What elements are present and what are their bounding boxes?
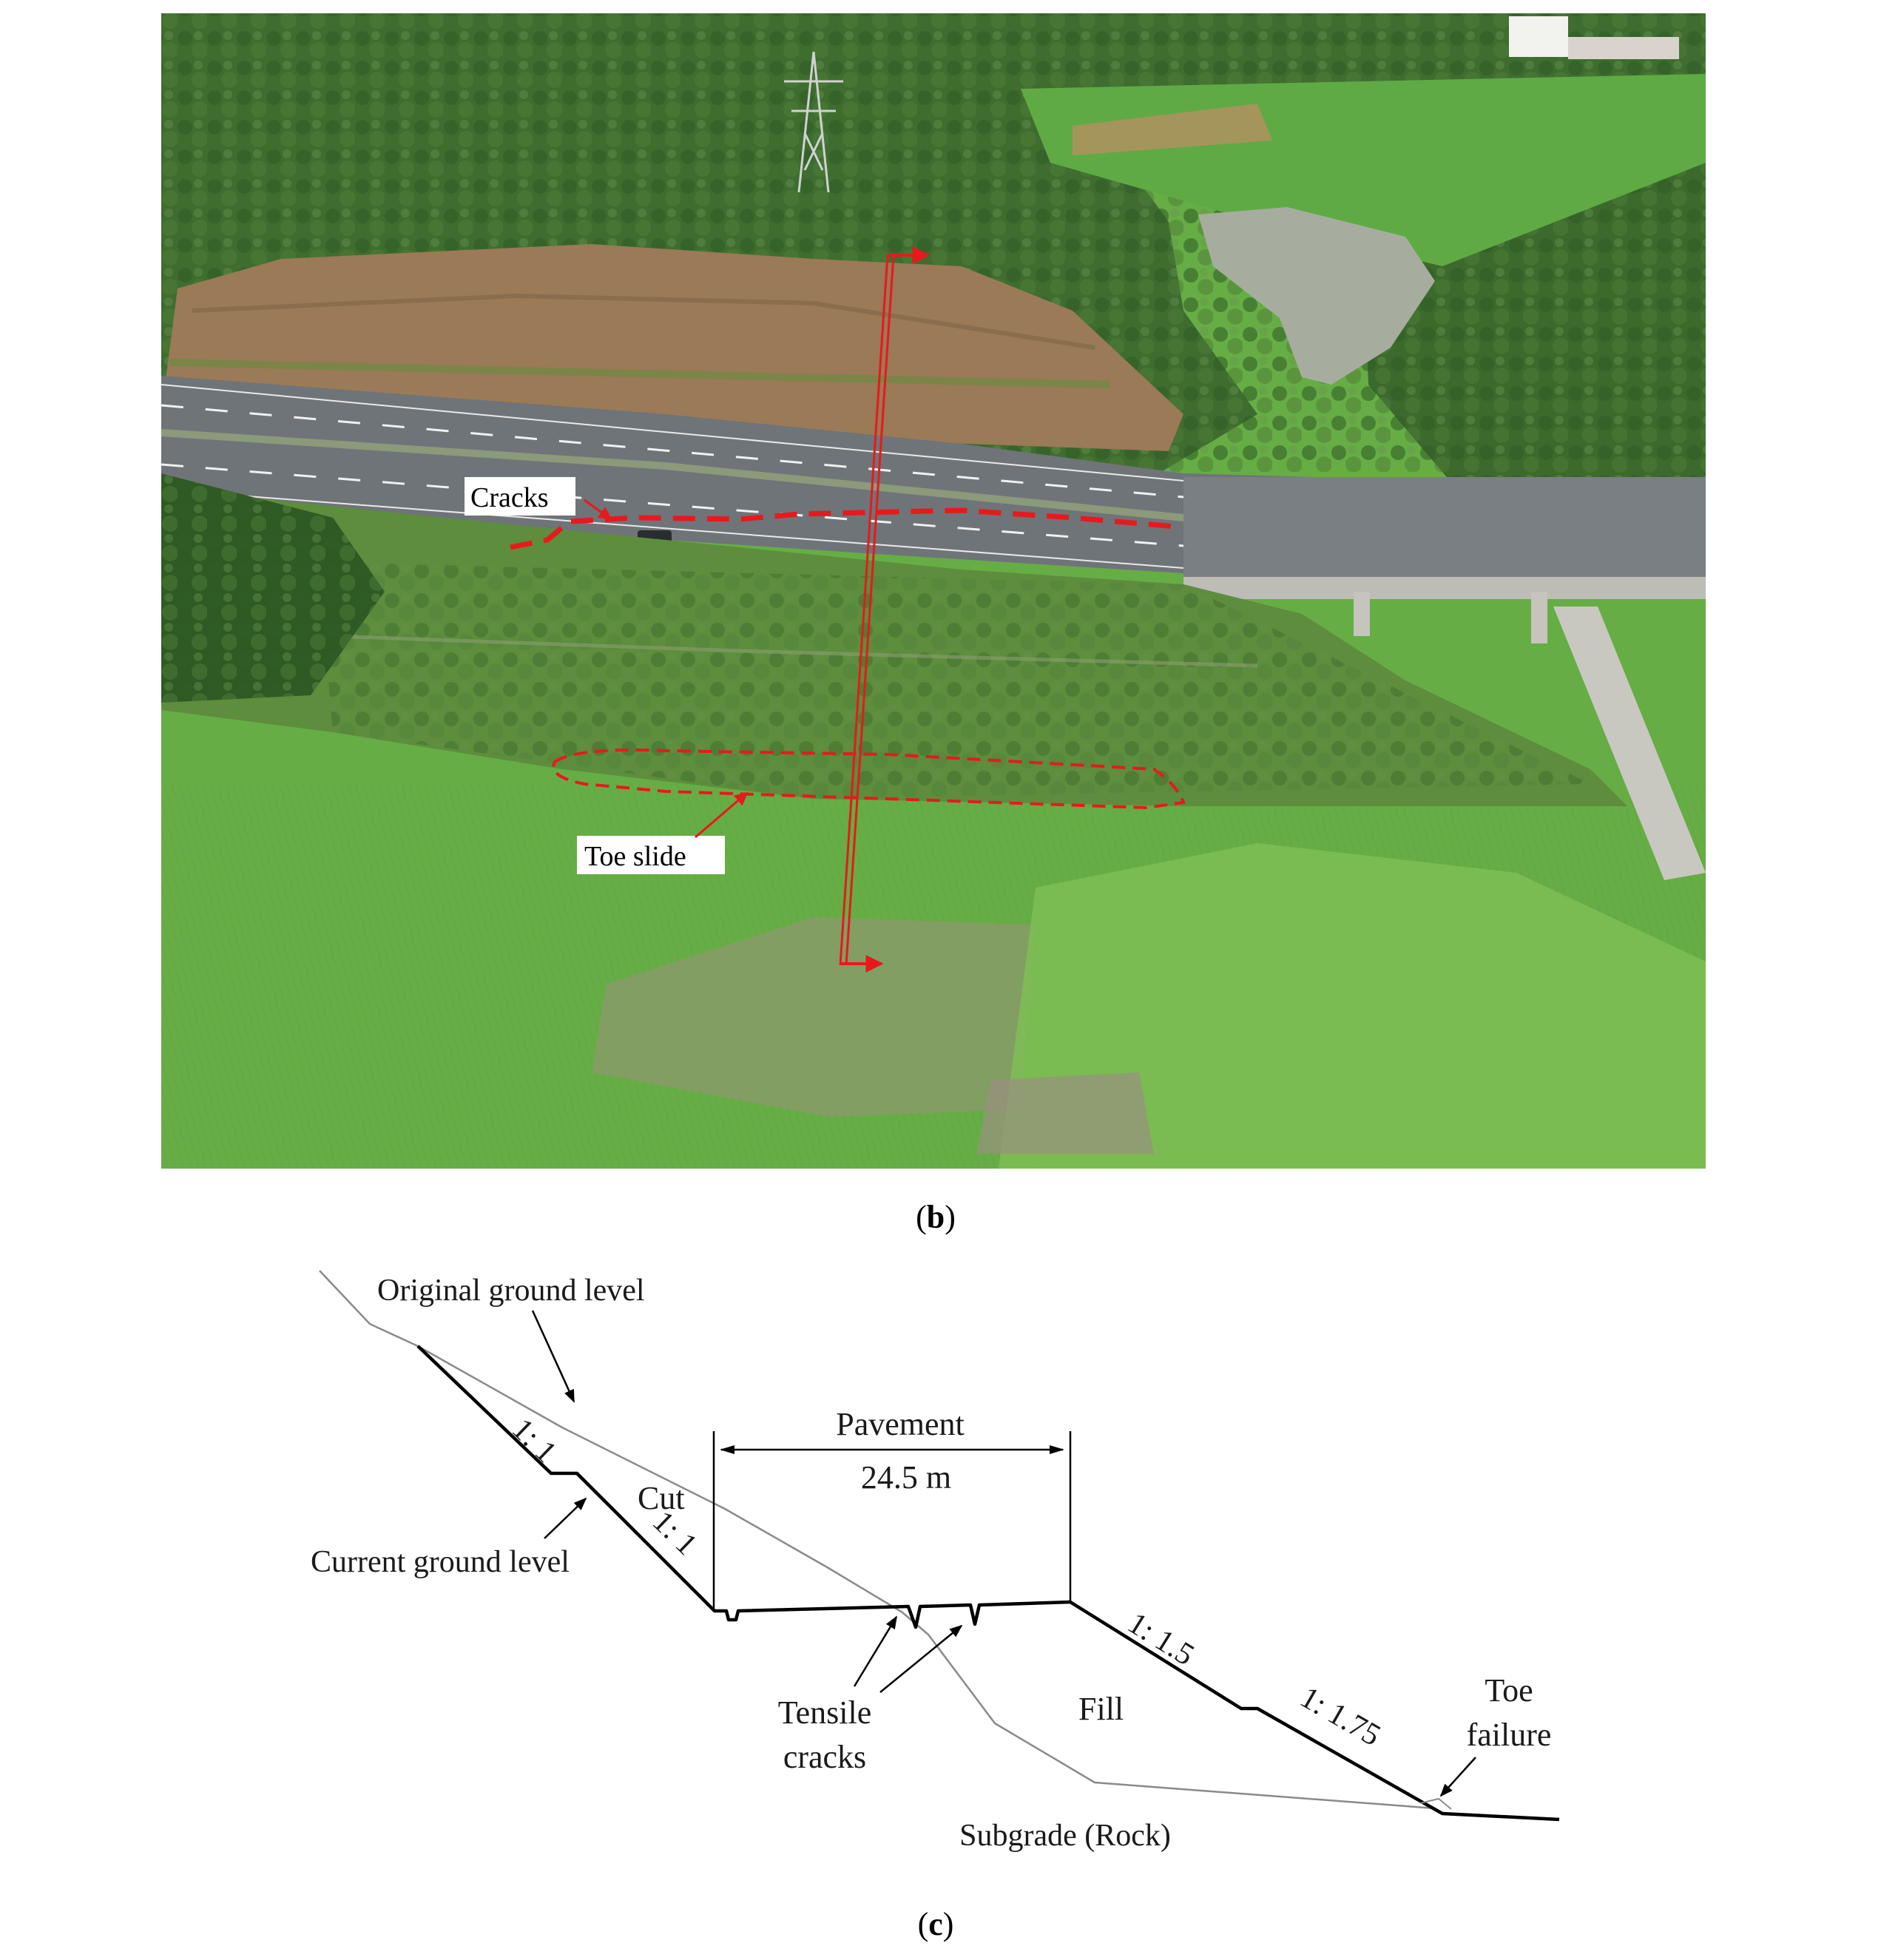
pond — [1198, 207, 1435, 385]
toe-slide-pointer — [695, 791, 749, 839]
pavement-label: Pavement — [836, 1406, 965, 1442]
toe-slide-outline — [552, 748, 1186, 810]
toe-failure-label-2: failure — [1467, 1717, 1552, 1753]
cracks-label: Cracks — [470, 482, 549, 513]
caption-b: (b) — [916, 1199, 956, 1235]
original-ground-label: Original ground level — [377, 1274, 645, 1308]
aerial-photo: Cracks Toe slide — [161, 13, 1706, 1169]
tensile-cracks-label-1: Tensile — [778, 1694, 871, 1731]
slope-fill-upper: 1: 1.5 — [1122, 1606, 1200, 1672]
section-line — [839, 254, 895, 966]
original-ground-line — [319, 1270, 1436, 1810]
tensile-cracks-label-2: cracks — [783, 1739, 866, 1775]
current-ground-label: Current ground level — [311, 1545, 570, 1579]
cross-section: Pavement 24.5 m Original ground level Cu… — [311, 1270, 1560, 1853]
dry-field — [592, 917, 1036, 1117]
current-ground-line — [416, 1345, 1560, 1822]
slope-cut-upper: 1: 1 — [505, 1412, 563, 1470]
wet-field — [999, 843, 1706, 1169]
cracks-pointer — [584, 499, 612, 521]
fill-label: Fill — [1078, 1691, 1124, 1727]
toe-slide-label: Toe slide — [584, 841, 686, 872]
cracks-outline — [510, 507, 1177, 550]
caption-c: (c) — [918, 1906, 954, 1942]
bridge — [1183, 477, 1706, 581]
subgrade-label: Subgrade (Rock) — [959, 1819, 1171, 1853]
toe-failure-label-1: Toe — [1485, 1672, 1533, 1709]
cut-label: Cut — [638, 1480, 685, 1516]
pavement-width: 24.5 m — [861, 1459, 951, 1496]
slope-fill-lower: 1: 1.75 — [1294, 1680, 1386, 1753]
